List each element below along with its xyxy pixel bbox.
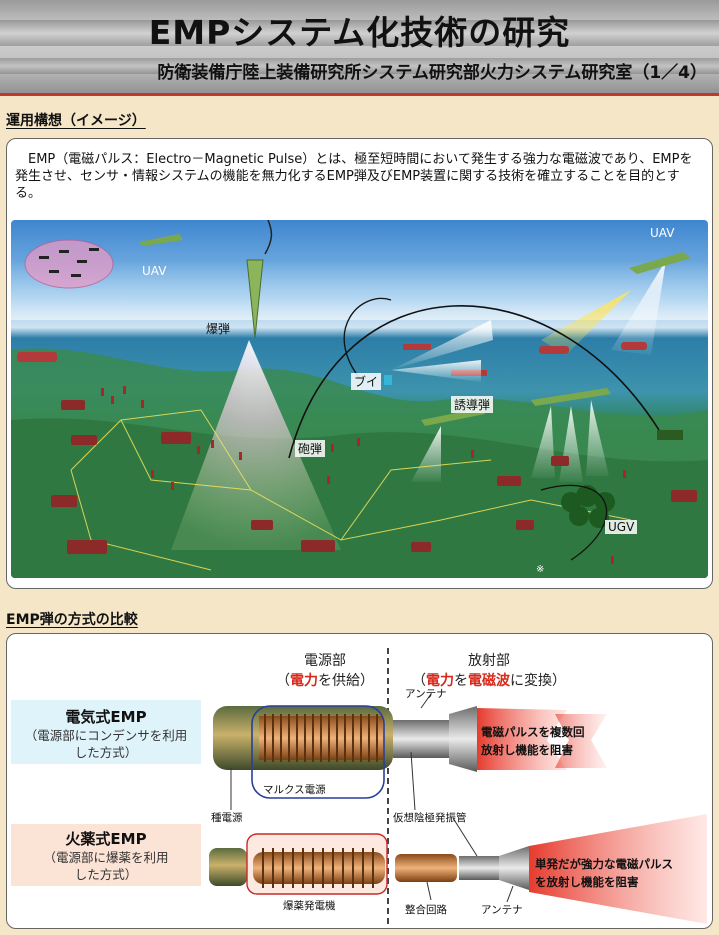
page-title: EMPシステム化技術の研究	[148, 13, 571, 52]
generator-coil	[262, 848, 374, 888]
shell-trajectory	[288, 305, 660, 459]
cloud-layer	[11, 260, 708, 320]
page-subtitle: 防衛装備庁陸上装備研究所システム研究部火力システム研究室（1／4）	[157, 63, 707, 83]
matching-circuit	[395, 854, 457, 882]
buoy-icon	[384, 375, 392, 385]
seed-power-label: 種電源	[211, 812, 243, 824]
power-section-caption: （電力を供給）	[276, 673, 374, 689]
electric-antenna-label: アンテナ	[405, 688, 447, 700]
ugv-route	[540, 484, 608, 561]
seed-power-unit	[209, 848, 247, 886]
electric-emp-box: 電気式EMP （電源部にコンデンサを利用 した方式）	[11, 700, 201, 764]
scene-art	[11, 220, 708, 578]
banner-decoration	[0, 20, 719, 46]
vircator-leader-2	[452, 817, 478, 857]
electric-pulse-waves	[477, 708, 607, 770]
bomb-trajectory	[264, 220, 273, 255]
label-guided-missile: 誘導弾	[451, 396, 494, 413]
label-ugv: UGV	[605, 520, 638, 534]
explosive-emp-title: 火薬式EMP	[65, 830, 147, 848]
antenna-leader-2	[506, 885, 514, 903]
emp-devices-illustration	[209, 693, 707, 924]
soldiers	[101, 386, 626, 564]
uav-aircraft-right	[629, 252, 691, 274]
power-section-header: 電源部 （電力を供給）	[265, 650, 385, 690]
explosive-antenna-label: アンテナ	[481, 904, 523, 916]
buoy-trajectory	[343, 297, 392, 381]
uav-beam	[541, 290, 631, 355]
vircator-label: 仮想陰極発振管	[393, 812, 467, 824]
explosive-emp-desc-line2: した方式）	[74, 867, 138, 882]
electric-antenna-mouth	[449, 706, 477, 772]
electric-effect-line1: 電磁パルスを複数回	[481, 725, 585, 739]
header-divider	[0, 93, 719, 96]
ground-vehicles	[51, 400, 697, 554]
explosive-antenna	[499, 846, 529, 890]
marx-frame	[251, 705, 385, 799]
radiator-section-caption: （電力を電磁波に変換）	[412, 673, 566, 689]
electric-emp-desc-line1: （電源部にコンデンサを利用	[24, 728, 188, 743]
intro-text: EMP（電磁パルス：Electro－Magnetic Pulse）とは、極至短時…	[15, 152, 693, 201]
drone-swarm-zone	[24, 239, 114, 289]
section-heading-comparison: EMP弾の方式の比較	[6, 612, 138, 628]
vircator-leader	[410, 751, 416, 811]
explosive-effect-line2: を放射し機能を阻害	[535, 875, 639, 889]
label-uav-right: UAV	[650, 226, 675, 240]
label-uav-left: UAV	[142, 264, 167, 278]
matching-leader	[426, 881, 432, 901]
comparison-panel: 電源部 （電力を供給） 放射部 （電力を電磁波に変換） 電気式EMP （電源部に…	[6, 633, 713, 929]
power-section-title: 電源部	[304, 653, 346, 669]
radiator-section-title: 放射部	[468, 653, 510, 669]
concept-panel: EMP（電磁パルス：Electro－Magnetic Pulse）とは、極至短時…	[6, 138, 713, 589]
electric-antenna-horn	[393, 720, 449, 758]
header-banner: EMPシステム化技術の研究 防衛装備庁陸上装備研究所システム研究部火力システム研…	[0, 0, 719, 96]
marx-label: マルクス電源	[263, 784, 326, 796]
antenna-leader	[420, 693, 432, 709]
artillery-icon	[657, 430, 683, 440]
uav-beam	[611, 260, 666, 355]
explosive-emp-box: 火薬式EMP （電源部に爆薬を利用 した方式）	[11, 824, 201, 886]
section-heading-concept: 運用構想（イメージ）	[6, 113, 146, 129]
drone-swarm	[39, 248, 99, 277]
banner-decoration	[0, 58, 719, 74]
scene-note-mark: ※	[536, 564, 545, 575]
emp-burst-cone	[171, 340, 341, 550]
explosive-effect-line1: 単発だが強力な電磁パルス	[535, 857, 673, 871]
explosive-emp-desc-line1: （電源部に爆薬を利用	[43, 850, 169, 865]
matching-circuit-label: 整合回路	[405, 904, 447, 916]
uav-aircraft-left	[139, 234, 183, 246]
vircator-tube	[459, 856, 499, 880]
guided-missile-icon	[531, 388, 611, 406]
label-shell: 砲弾	[295, 440, 326, 457]
electric-effect-line2: 放射し機能を阻害	[481, 743, 573, 757]
section-divider	[387, 648, 389, 924]
explosive-pulse-wave	[529, 814, 707, 924]
buoy-beam	[391, 360, 481, 382]
label-bomb: 爆弾	[206, 322, 231, 336]
marx-coil	[259, 714, 383, 762]
electric-emp-title: 電気式EMP	[65, 708, 147, 726]
label-buoy: ブイ	[351, 373, 382, 390]
bomb-icon	[246, 259, 264, 339]
buoy-beam	[391, 320, 493, 370]
radiator-section-header: 放射部 （電力を電磁波に変換）	[399, 650, 579, 690]
generator-label: 爆薬発電機	[283, 900, 336, 912]
electric-emp-desc-line2: した方式）	[74, 745, 138, 760]
operation-scene-illustration: UAV UAV 爆弾 ブイ 誘導弾 砲弾 UGV ※	[11, 220, 708, 578]
